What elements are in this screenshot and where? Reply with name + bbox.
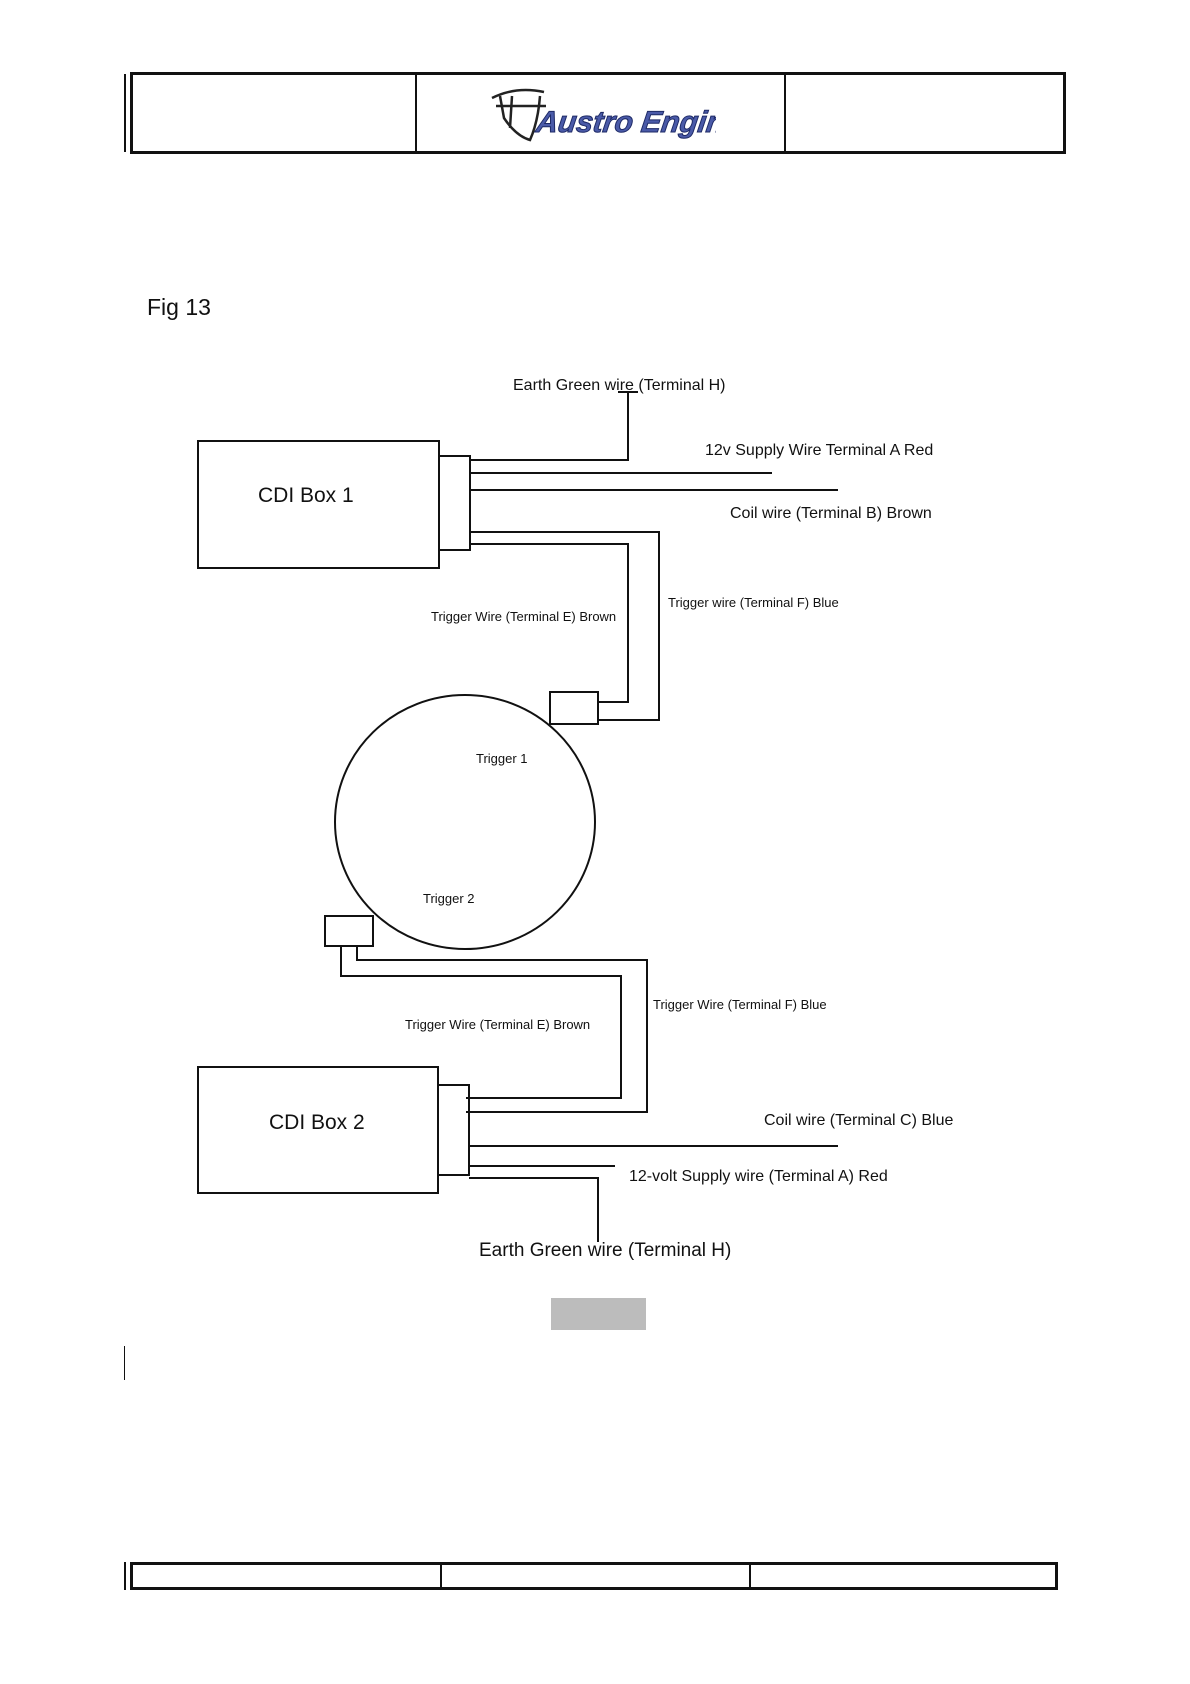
earth-wire-top-label: Earth Green wire (Terminal H)	[513, 377, 726, 394]
trigger-e-wire-bottom	[340, 946, 622, 1099]
figure-label: Fig 13	[147, 294, 211, 320]
trigger-1-label: Trigger 1	[476, 751, 528, 766]
trigger-f-wire-top	[470, 531, 660, 721]
header-cell-left	[133, 75, 417, 151]
margin-bar-bottom	[124, 1562, 126, 1590]
cdi-box-1-connector	[438, 455, 471, 551]
earth-wire-bottom	[469, 1177, 599, 1242]
coil-wire-top-label: Coil wire (Terminal B) Brown	[730, 505, 932, 522]
footer-cell-right	[751, 1565, 1055, 1587]
earth-wire-top	[470, 392, 629, 461]
austro-engine-logo: Austro Engine	[490, 88, 716, 142]
cdi-box-1-label: CDI Box 1	[258, 484, 354, 507]
earth-wire-bottom-label: Earth Green wire (Terminal H)	[479, 1240, 731, 1261]
flywheel-circle	[334, 694, 596, 950]
trigger-2-sensor	[324, 915, 374, 947]
trigger-2-label: Trigger 2	[423, 891, 475, 906]
trigger-f-wire-bottom	[356, 946, 648, 1113]
trigger-f-bottom-label: Trigger Wire (Terminal F) Blue	[653, 997, 827, 1012]
header-table: Austro Engine	[130, 72, 1066, 154]
cdi-box-2-connector	[437, 1084, 470, 1176]
trigger-e-top-label: Trigger Wire (Terminal E) Brown	[431, 609, 616, 624]
footer-cell-middle	[442, 1565, 751, 1587]
margin-bar-top	[124, 74, 126, 152]
trigger-f-top-label: Trigger wire (Terminal F) Blue	[668, 595, 839, 610]
coil-wire-bottom-label: Coil wire (Terminal C) Blue	[764, 1112, 953, 1129]
cdi-box-2-label: CDI Box 2	[269, 1111, 365, 1134]
supply-wire-bottom-label: 12-volt Supply wire (Terminal A) Red	[629, 1168, 888, 1185]
header-cell-logo: Austro Engine	[417, 75, 786, 151]
supply-wire-top-label: 12v Supply Wire Terminal A Red	[705, 442, 933, 459]
footer-cell-left	[133, 1565, 442, 1587]
gray-placeholder-block	[551, 1298, 646, 1330]
trigger-1-sensor	[549, 691, 599, 725]
logo-text: Austro Engine	[533, 106, 716, 139]
margin-bar-mid	[124, 1346, 125, 1380]
trigger-e-bottom-label: Trigger Wire (Terminal E) Brown	[405, 1017, 590, 1032]
trigger-e-wire-top	[470, 543, 629, 703]
footer-table	[130, 1562, 1058, 1590]
